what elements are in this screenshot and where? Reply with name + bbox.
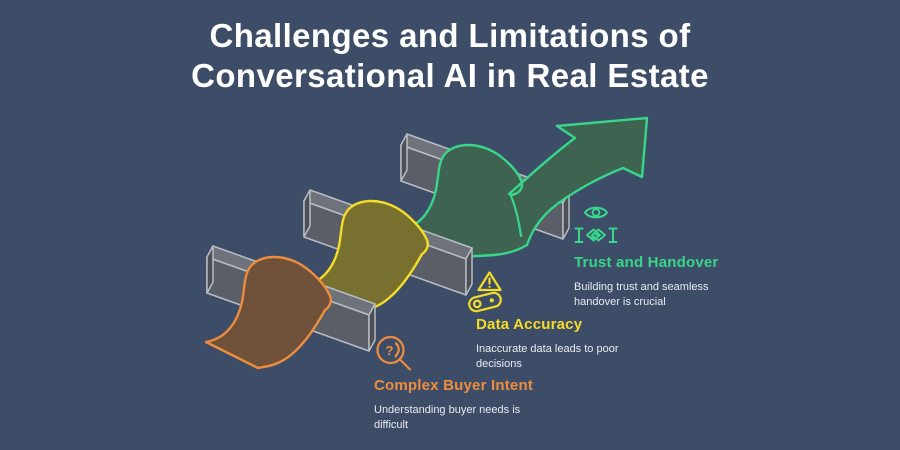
- challenge-title: Complex Buyer Intent: [374, 377, 534, 394]
- orange-ribbon-path: [204, 255, 332, 370]
- green-ribbon-arrow: [398, 116, 649, 258]
- challenge-complex-buyer-intent: ? Complex Buyer Intent Understanding buy…: [374, 334, 542, 433]
- warning-data-icon: [468, 271, 502, 313]
- page-title: Challenges and Limitations of Conversati…: [0, 16, 900, 96]
- challenge-data-accuracy: Data Accuracy Inaccurate data leads to p…: [468, 269, 652, 372]
- challenge-title: Trust and Handover: [574, 254, 719, 271]
- arrow-ribbon-path: [398, 116, 649, 258]
- challenge-trust-and-handover: Trust and Handover Building trust and se…: [574, 202, 756, 310]
- green-ribbon-fold: [509, 194, 523, 238]
- eye-handshake-icon: [574, 206, 618, 243]
- title-line-1: Challenges and Limitations of: [209, 17, 691, 54]
- challenge-description: Inaccurate data leads to poor decisions: [476, 343, 619, 370]
- title-line-2: Conversational AI in Real Estate: [191, 57, 709, 94]
- yellow-ribbon-path: [301, 199, 429, 314]
- challenge-title: Data Accuracy: [476, 316, 583, 333]
- challenge-description: Understanding buyer needs is difficult: [374, 404, 521, 431]
- challenge-description: Building trust and seamless handover is …: [574, 281, 709, 308]
- magnifier-head-question-icon: ?: [376, 335, 412, 371]
- svg-text:?: ?: [386, 343, 394, 358]
